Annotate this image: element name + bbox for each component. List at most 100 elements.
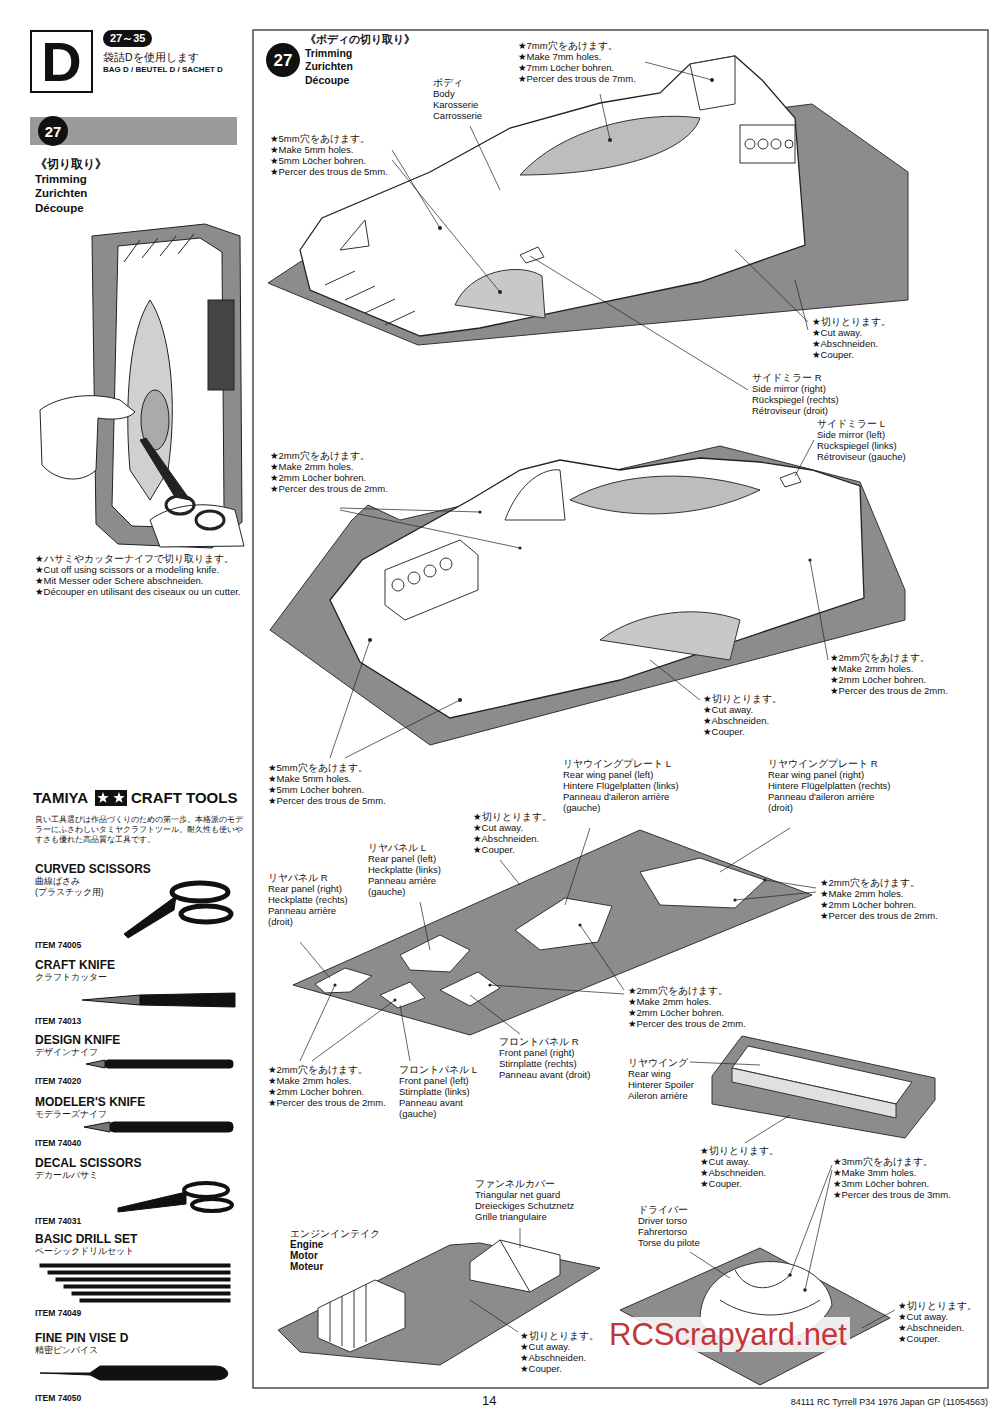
leader-lines-shape (765, 880, 816, 888)
tool-icons-shape (64, 1285, 230, 1288)
rear-wing-tray (712, 1036, 935, 1138)
part-callout: Panneau avant (gauche) (399, 1097, 494, 1119)
item-number: ITEM 74040 (35, 1138, 135, 1149)
part-callout: Front panel (right) (499, 1047, 619, 1058)
part-callout: ★切りとります。 (812, 316, 912, 327)
leader-lines-shape (650, 660, 700, 700)
part-callout-group: ★切りとります。★Cut away.★Abschneiden.★Couper. (700, 1145, 800, 1189)
part-callout: Rétroviseur (droit) (752, 405, 872, 416)
body-second-tray-shape (385, 540, 478, 620)
leader-lines-shape (470, 1300, 518, 1332)
part-callout: ★Couper. (898, 1333, 993, 1344)
part-callout-group: リヤウイングRear wingHinterer SpoilerAileron a… (628, 1057, 728, 1101)
craft-tools-logo-shape (97, 792, 108, 803)
item-number-group: ITEM 74013 (35, 1016, 135, 1027)
item-number: ITEM 74031 (35, 1216, 135, 1227)
part-callout: Aileron arrière (628, 1090, 728, 1101)
part-callout: ★Make 5mm holes. (270, 144, 410, 155)
part-callout-group: ★切りとります。★Cut away.★Abschneiden.★Couper. (473, 811, 563, 855)
body-top-tray-shape (520, 247, 544, 263)
part-callout: Body (433, 88, 533, 99)
tool-name-group: FINE PIN VISE D精密ピンバイス (35, 1331, 235, 1356)
part-callout-group: リヤウイングプレート LRear wing panel (left)Hinter… (563, 758, 688, 813)
part-callout: Stirnplatte (rechts) (499, 1058, 619, 1069)
part-callout: ★Make 2mm holes. (270, 461, 400, 472)
item-number: ITEM 74020 (35, 1076, 135, 1087)
trimming-illustration-shape (112, 238, 224, 528)
body-top-tray-shape (340, 220, 369, 250)
item-number: ITEM 74050 (35, 1393, 135, 1404)
hole-marks-shape (438, 226, 442, 230)
part-callout: ★5mm Löcher bohren. (270, 155, 410, 166)
leader-lines-shape (470, 995, 520, 1034)
step-heading: Zurichten (35, 186, 185, 201)
hole-marks (333, 78, 811, 1292)
part-callout: Grille triangulaire (475, 1211, 605, 1222)
engine-guard-tray-shape (500, 1240, 530, 1292)
trimming-illustration-shape (196, 511, 224, 529)
leader-lines-shape (530, 256, 748, 390)
bag-label-group: BAG D / BEUTEL D / SACHET D (103, 65, 248, 75)
hole-marks-shape (518, 546, 521, 549)
tool-description: 良い工具選びは作品づくりのための第一歩。本格派のモデラーにふさわしいタミヤクラフ… (35, 815, 243, 845)
tool-icons-shape (56, 1278, 230, 1281)
hole-marks-shape (763, 878, 766, 881)
part-callout: Front panel (left) (399, 1075, 494, 1086)
item-number-group: ITEM 74050 (35, 1393, 135, 1404)
craft-tools-logo-shape (111, 790, 127, 806)
tool-icons-shape (40, 1366, 228, 1380)
section-letter-box: D (30, 30, 93, 93)
leader-lines-shape (340, 510, 520, 548)
part-callout-group: サイドミラー LSide mirror (left)Rückspiegel (l… (817, 418, 937, 462)
tool-icons-shape (84, 1122, 110, 1132)
leader-lines-shape (400, 1005, 410, 1061)
step-heading: Trimming (35, 172, 185, 187)
part-callout-group: ★切りとります。★Cut away.★Abschneiden.★Couper. (703, 693, 803, 737)
step-range-badge: 27～35 (103, 30, 152, 47)
leader-lines-shape (795, 280, 808, 330)
part-callout: ★Percer des trous de 7mm. (518, 73, 643, 84)
part-callout: ★Make 2mm holes. (628, 996, 748, 1007)
panel-sheet-shape (640, 858, 765, 908)
node-text: D (41, 34, 81, 90)
body-second-tray-shape (424, 565, 436, 577)
part-callout: ★Cut away. (700, 1156, 800, 1167)
trimming-illustration-shape (124, 234, 194, 262)
tool-icons-shape (72, 1292, 230, 1295)
craft-tools-logo-shape (95, 790, 111, 806)
brand-logo-text: TAMIYA (33, 789, 88, 807)
tool-name: 精密ピンバイス (35, 1345, 235, 1356)
trimming-illustration (40, 224, 244, 548)
part-callout: ★2mm穴をあけます。 (820, 877, 940, 888)
part-callout-group: フロントパネル LFront panel (left)Stirnplatte (… (399, 1064, 494, 1119)
item-number-group: ITEM 74020 (35, 1076, 135, 1087)
part-callout: Dreieckiges Schutznetz (475, 1200, 605, 1211)
tool-icons-shape (48, 1271, 230, 1274)
node-text: 27 (274, 52, 293, 69)
part-callout: ★7mm Löcher bohren. (518, 62, 643, 73)
part-callout: Panneau arrière (gauche) (368, 875, 468, 897)
part-callout: リヤパネル L (368, 842, 468, 853)
brand-logo-text-group: CRAFT TOOLS (131, 789, 237, 807)
step-heading: Découpe (35, 201, 185, 216)
part-callout: ★Percer des trous de 5mm. (268, 795, 468, 806)
body-top-tray-shape (455, 269, 545, 318)
leader-lines-shape (690, 1252, 730, 1278)
tool-icons-shape (124, 896, 176, 938)
tool-name: MODELER'S KNIFE (35, 1095, 235, 1109)
leader-lines-shape (392, 160, 500, 292)
hole-marks-shape (488, 983, 491, 986)
watermark: RCScrapyard.net (606, 1317, 850, 1352)
tool-icons-shape (86, 1060, 105, 1068)
part-callout: ★Make 2mm holes. (268, 1075, 393, 1086)
rear-wing-tray-shape (712, 1036, 935, 1138)
leader-lines-shape (735, 250, 808, 322)
part-callout: ★切りとります。 (700, 1145, 800, 1156)
step-bar (30, 117, 237, 145)
body-top-tray-shape (300, 56, 805, 336)
tool-name: デカールバサミ (35, 1170, 235, 1181)
part-callout: ★Cut off using scissors or a modeling kn… (35, 564, 247, 575)
part-callout: ★Abschneiden. (898, 1322, 993, 1333)
part-callout: ★Abschneiden. (703, 715, 803, 726)
tool-icons-shape (40, 1264, 230, 1267)
